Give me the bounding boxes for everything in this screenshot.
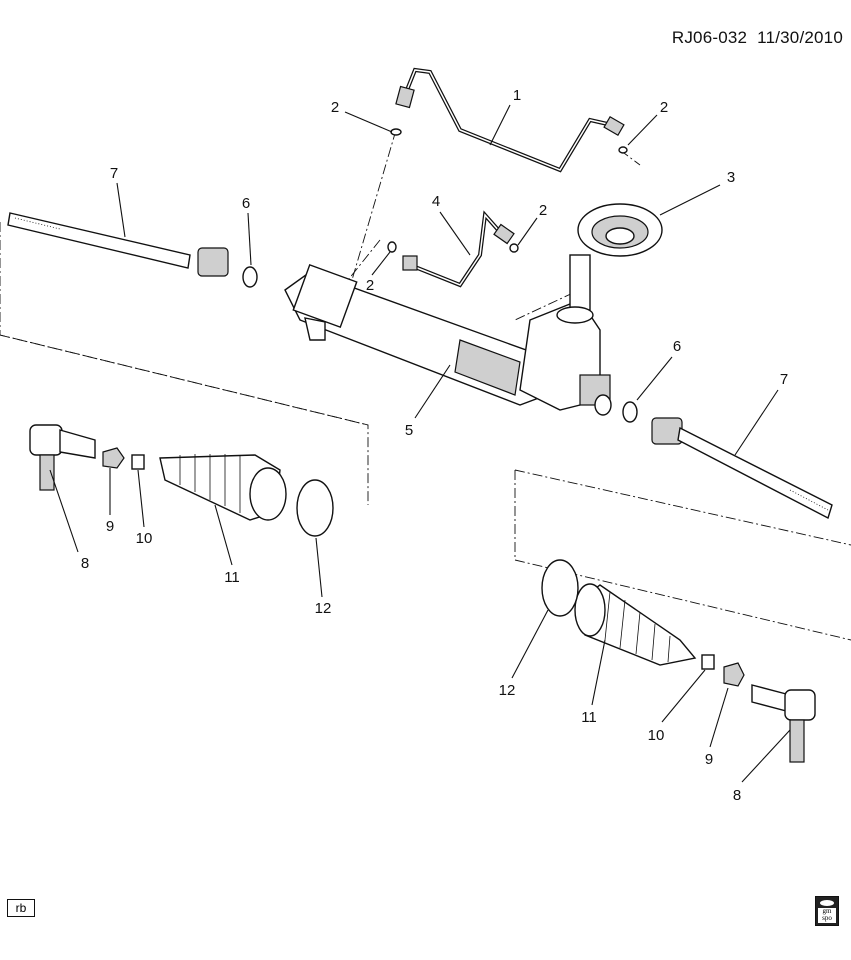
inner-tie-rod-left — [7, 212, 229, 277]
callout-6: 6 — [242, 195, 250, 212]
callout-8: 8 — [733, 787, 741, 804]
callout-3: 3 — [727, 169, 735, 186]
left-assembly-outline-edge — [0, 334, 369, 426]
callout-12: 12 — [315, 600, 332, 617]
seal-ring — [387, 241, 397, 253]
jam-nut — [723, 662, 745, 687]
seal-ring — [618, 146, 628, 154]
callout-11: 11 — [224, 569, 240, 586]
diagram-date: 11/30/2010 — [757, 28, 843, 47]
boot-clamp-small — [701, 654, 715, 670]
steering-gear-housing — [284, 254, 612, 416]
callout-10: 10 — [136, 530, 153, 547]
seal-ring — [390, 128, 402, 136]
callout-10: 10 — [648, 727, 665, 744]
alignment-line — [351, 129, 397, 281]
washer — [622, 401, 638, 423]
callout-5: 5 — [405, 422, 413, 439]
pinion-seal-boot — [577, 203, 663, 257]
rack-boot-left — [159, 454, 287, 521]
diagram-header: RJ06-032 11/30/2010 — [662, 28, 843, 48]
boot-clamp-small — [131, 454, 145, 470]
alignment-line — [339, 239, 381, 291]
callout-2: 2 — [539, 202, 547, 219]
boot-clamp-large — [541, 559, 579, 617]
callout-2: 2 — [366, 277, 374, 294]
callout-1: 1 — [513, 87, 521, 104]
rb-badge: rb — [7, 899, 35, 917]
rack-boot-right — [574, 583, 697, 666]
leader-lines — [49, 104, 791, 783]
right-assembly-outline-edge — [514, 469, 851, 546]
seal-ring — [509, 243, 519, 253]
callout-7: 7 — [780, 371, 788, 388]
return-pipe — [402, 210, 515, 288]
callout-8: 8 — [81, 555, 89, 572]
callout-9: 9 — [106, 518, 114, 535]
callout-9: 9 — [705, 751, 713, 768]
outer-tie-rod-end-right — [751, 684, 816, 763]
callout-7: 7 — [110, 165, 118, 182]
callout-6: 6 — [673, 338, 681, 355]
callout-2: 2 — [660, 99, 668, 116]
boot-clamp-large — [296, 479, 334, 537]
callout-4: 4 — [432, 193, 440, 210]
washer — [242, 266, 258, 288]
callout-11: 11 — [581, 709, 597, 726]
callout-2: 2 — [331, 99, 339, 116]
pressure-pipe — [395, 67, 625, 173]
diagram-code: RJ06-032 — [671, 28, 748, 47]
right-assembly-outline — [514, 470, 851, 641]
jam-nut — [102, 447, 125, 469]
outer-tie-rod-end-left — [29, 424, 96, 491]
callout-12: 12 — [499, 682, 516, 699]
inner-tie-rod-right — [651, 417, 833, 520]
